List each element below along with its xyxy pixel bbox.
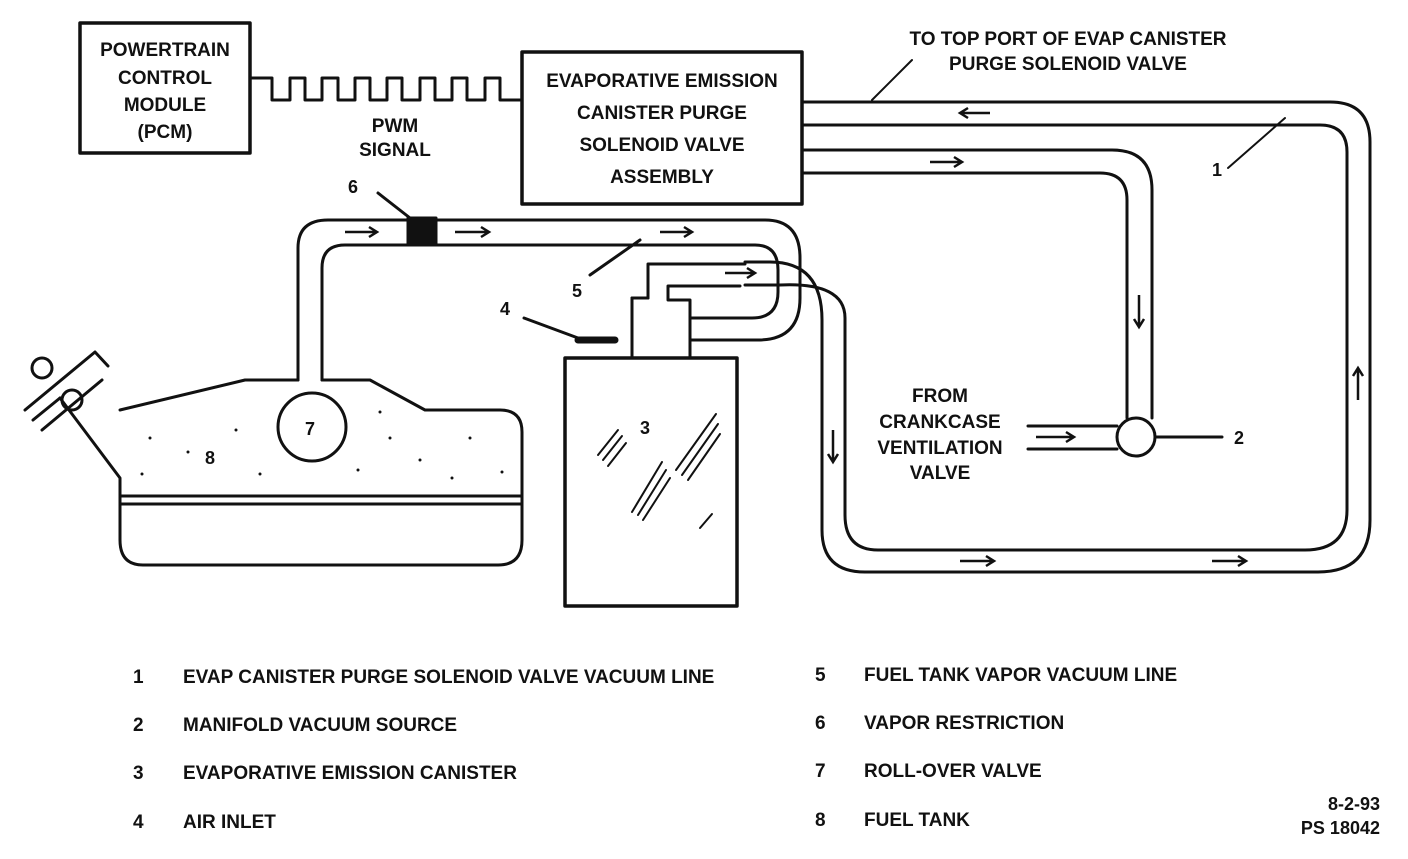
legend-num-3: 3	[133, 763, 144, 784]
manifold-vacuum-line	[800, 148, 1154, 420]
callout-1: 1	[1212, 160, 1222, 180]
legend-text-5: FUEL TANK VAPOR VACUUM LINE	[864, 665, 1177, 686]
solenoid-label-line-2: CANISTER PURGE	[577, 103, 747, 124]
solenoid-valve-box	[520, 50, 804, 206]
fuel-tank	[58, 378, 524, 567]
solenoid-label-line-3: SOLENOID VALVE	[579, 135, 744, 156]
legend-num-4: 4	[133, 812, 144, 833]
callout-8: 8	[205, 448, 215, 468]
legend-text-6: VAPOR RESTRICTION	[864, 713, 1064, 734]
callout-5: 5	[572, 281, 582, 301]
legend-text-4: AIR INLET	[183, 812, 276, 833]
vapor-restriction	[406, 216, 438, 247]
solenoid-label-line-1: EVAPORATIVE EMISSION	[546, 71, 778, 92]
legend-num-7: 7	[815, 761, 826, 782]
callout-2: 2	[1234, 428, 1244, 448]
pcm-label-line-4: (PCM)	[138, 122, 193, 143]
crankcase-label-line-3: VENTILATION	[877, 438, 1002, 459]
pwm-signal-wave	[248, 76, 522, 102]
manifold-vacuum-source	[1115, 416, 1157, 458]
legend-num-2: 2	[133, 715, 144, 736]
callout-4: 4	[500, 299, 510, 319]
legend-text-8: FUEL TANK	[864, 810, 970, 831]
pcm-label-line-3: MODULE	[124, 95, 206, 116]
top-port-label-line-2: PURGE SOLENOID VALVE	[949, 54, 1187, 75]
crankcase-label-line-2: CRANKCASE	[879, 412, 1000, 433]
pcm-box	[78, 21, 252, 155]
fuel-tank-vapor-line	[296, 218, 802, 382]
legend-text-3: EVAPORATIVE EMISSION CANISTER	[183, 763, 517, 784]
pwm-label-line-2: SIGNAL	[359, 140, 431, 161]
pcm-label-line-2: CONTROL	[118, 68, 212, 89]
footer-code: PS 18042	[1301, 818, 1380, 838]
legend-num-5: 5	[815, 665, 826, 686]
crankcase-label-line-1: FROM	[912, 386, 968, 407]
callout-7: 7	[305, 419, 315, 439]
callout-6: 6	[348, 177, 358, 197]
roll-over-valve	[276, 391, 348, 463]
solenoid-label-line-4: ASSEMBLY	[610, 167, 714, 188]
legend-text-1: EVAP CANISTER PURGE SOLENOID VALVE VACUU…	[183, 667, 714, 688]
legend-text-2: MANIFOLD VACUUM SOURCE	[183, 715, 457, 736]
legend: 1 EVAP CANISTER PURGE SOLENOID VALVE VAC…	[133, 665, 1177, 833]
legend-text-7: ROLL-OVER VALVE	[864, 761, 1042, 782]
evap-canister	[563, 356, 739, 608]
pcm-label-line-1: POWERTRAIN	[100, 40, 230, 61]
top-port-label-line-1: TO TOP PORT OF EVAP CANISTER	[909, 29, 1226, 50]
footer-date: 8-2-93	[1328, 794, 1380, 814]
legend-num-6: 6	[815, 713, 826, 734]
legend-num-1: 1	[133, 667, 144, 688]
pwm-label-line-1: PWM	[372, 116, 418, 137]
callout-3: 3	[640, 418, 650, 438]
legend-num-8: 8	[815, 810, 826, 831]
crankcase-label-line-4: VALVE	[910, 463, 971, 484]
